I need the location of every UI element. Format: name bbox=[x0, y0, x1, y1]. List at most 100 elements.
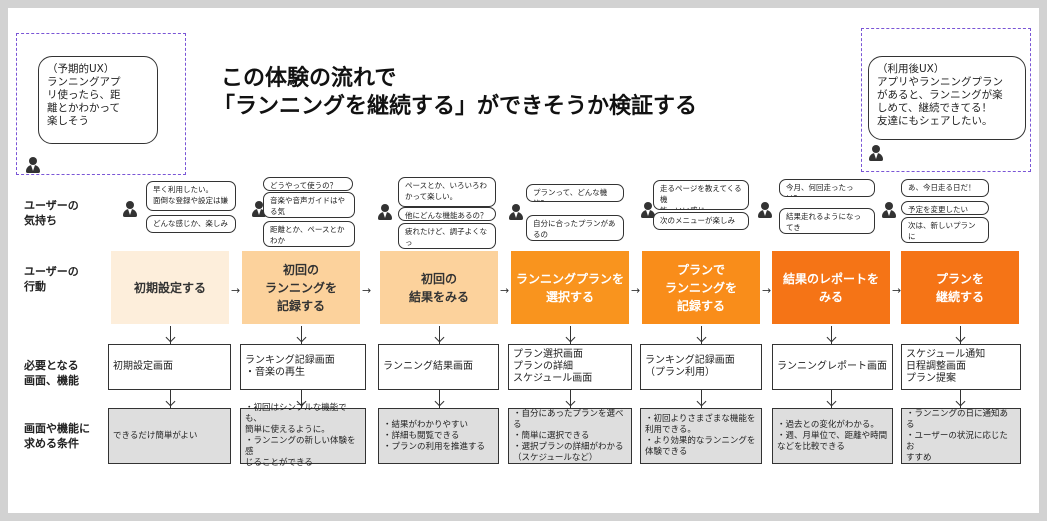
ux-text-line: 離とかわかって bbox=[47, 102, 120, 114]
user-avatar-icon bbox=[252, 201, 266, 217]
feeling-bubble: 疲れたけど、調子よくなっ たかも bbox=[398, 223, 496, 249]
requirement-item: 体験できる bbox=[645, 447, 688, 457]
row-label-actions: ユーザーの行動 bbox=[24, 265, 79, 293]
feeling-bubble: 予定を変更したい bbox=[901, 201, 989, 215]
feeling-bubble: 音楽や音声ガイドはやる気 でる感じする bbox=[263, 192, 355, 218]
feeling-bubble: 自分に合ったプランがあるの で、やってみよう bbox=[526, 215, 624, 241]
requirement-item: ・過去との変化がわかる。 bbox=[777, 419, 879, 430]
connector-arrow-icon bbox=[165, 396, 176, 407]
post-use-ux-frame bbox=[861, 28, 1031, 172]
action-step-3: 初回の 結果をみる bbox=[380, 251, 498, 324]
requirement-box-3: ・結果がわかりやすい・詳細も閲覧できる・プランの利用を推進する bbox=[378, 408, 499, 464]
ux-text-line: アプリやランニングプラン bbox=[877, 76, 1003, 88]
connector-line bbox=[701, 326, 702, 344]
connector-line bbox=[570, 390, 571, 408]
connector-line bbox=[831, 390, 832, 408]
connector-arrow-icon bbox=[165, 332, 176, 343]
connector-line bbox=[570, 326, 571, 344]
ux-text-line: ランニングアプ bbox=[47, 76, 121, 88]
screen-item: ランキング記録画面 bbox=[645, 355, 735, 366]
requirement-box-7: ・ランニングの日に通知ある・ユーザーの状況に応じたおすすめ bbox=[901, 408, 1021, 464]
canvas: （予期的UX）ランニングアプリ使ったら、距離とかわかって楽しそう （利用後UX）… bbox=[8, 8, 1039, 513]
action-step-2: 初回の ランニングを 記録する bbox=[242, 251, 360, 324]
requirement-item: ・週、月単位で、距離や時間 bbox=[777, 430, 888, 441]
user-avatar-icon bbox=[882, 202, 896, 218]
user-avatar-icon bbox=[378, 204, 392, 220]
ux-text-line: 楽しそう bbox=[47, 115, 89, 127]
user-avatar-icon bbox=[509, 204, 523, 220]
requirement-item: （スケジュールなど） bbox=[513, 452, 598, 463]
requirement-item: ・プランの利用を推進する bbox=[383, 441, 486, 452]
requirement-item: ・ランニングの日に通知ある bbox=[906, 408, 1009, 430]
screen-item: ランニング結果画面 bbox=[383, 361, 473, 372]
screen-item: スケジュール通知 bbox=[906, 349, 986, 360]
row-label-screens: 必要となる画面、機能 bbox=[24, 359, 79, 387]
page-title-line2: 「ランニングを継続する」ができそうか検証する bbox=[213, 94, 698, 119]
requirement-item: ・ユーザーの状況に応じたお bbox=[906, 430, 1008, 452]
expected-ux-frame bbox=[16, 33, 186, 175]
action-step-5: プランで ランニングを 記録する bbox=[642, 251, 760, 324]
ux-text-line: 友達にもシェアしたい。 bbox=[877, 115, 993, 127]
connector-arrow-icon bbox=[434, 332, 445, 343]
requirement-item: ・ランニングの新しい体験を感 bbox=[245, 436, 356, 457]
connector-line bbox=[301, 390, 302, 408]
requirement-item: ・初回はシンプルな機能でも、 bbox=[245, 403, 347, 424]
row-label-requirements: 画面や機能に求める条件 bbox=[24, 422, 90, 450]
flow-arrow-icon: → bbox=[631, 284, 641, 297]
screen-box-6: ランニングレポート画面 bbox=[772, 344, 893, 390]
connector-line bbox=[170, 390, 171, 408]
requirement-item: ・簡単に選択できる bbox=[513, 430, 590, 441]
connector-arrow-icon bbox=[696, 396, 707, 407]
feeling-bubble: プランって、どんな機能？ bbox=[526, 184, 624, 202]
connector-arrow-icon bbox=[296, 332, 307, 343]
page-title-line1: この体験の流れで bbox=[221, 66, 397, 91]
requirement-item: 簡単に使えるように。 bbox=[245, 425, 330, 435]
ux-text-line: （予期的UX） bbox=[47, 63, 115, 75]
requirement-box-1: できるだけ簡単がよい bbox=[108, 408, 231, 464]
feeling-bubble: どうやって使うの？ bbox=[263, 177, 353, 191]
screen-item: スケジュール画面 bbox=[513, 373, 593, 384]
requirement-item: ・より効果的なランニングを bbox=[645, 436, 756, 446]
feeling-bubble: どんな感じか、楽しみ bbox=[146, 215, 236, 233]
requirement-item: ・詳細も閲覧できる bbox=[383, 430, 460, 441]
screen-item: ランニングレポート画面 bbox=[777, 361, 887, 372]
connector-arrow-icon bbox=[826, 332, 837, 343]
ux-text-line: リ使ったら、距 bbox=[47, 89, 121, 101]
screen-box-4: プラン選択画面プランの詳細スケジュール画面 bbox=[508, 344, 632, 390]
post-use-ux-bubble: （利用後UX）アプリやランニングプランがあると、ランニングが楽しめて、継続できて… bbox=[868, 56, 1026, 140]
screen-item: 初期設定画面 bbox=[113, 361, 173, 372]
flow-arrow-icon: → bbox=[892, 284, 902, 297]
screen-item: プラン提案 bbox=[906, 373, 956, 384]
flow-arrow-icon: → bbox=[362, 284, 372, 297]
connector-line bbox=[439, 326, 440, 344]
user-avatar-icon bbox=[123, 201, 137, 217]
requirement-box-4: ・自分にあったプランを選べる・簡単に選択できる・選択プランの詳細がわかる（スケジ… bbox=[508, 408, 632, 464]
screen-item: （プラン利用） bbox=[645, 367, 715, 378]
ux-text-line: （利用後UX） bbox=[877, 63, 945, 75]
user-avatar-icon bbox=[641, 202, 655, 218]
requirement-item: じることができる bbox=[245, 458, 313, 468]
requirement-item: ・選択プランの詳細がわかる bbox=[513, 441, 624, 452]
screen-item: 日程調整画面 bbox=[906, 361, 966, 372]
screen-item: ・音楽の再生 bbox=[245, 367, 305, 378]
requirement-box-6: ・過去との変化がわかる。・週、月単位で、距離や時間などを比較できる bbox=[772, 408, 893, 464]
connector-arrow-icon bbox=[696, 332, 707, 343]
flow-arrow-icon: → bbox=[762, 284, 772, 297]
connector-arrow-icon bbox=[565, 332, 576, 343]
requirement-item: ・自分にあったプランを選べる bbox=[513, 408, 624, 430]
feeling-bubble: ペースとか、いろいろわ かって楽しい。 bbox=[398, 177, 496, 207]
connector-line bbox=[960, 390, 961, 408]
feeling-bubble: 次は、新しいプランに 挑戦したい！ bbox=[901, 217, 989, 243]
connector-arrow-icon bbox=[434, 396, 445, 407]
feeling-bubble: 早く利用したい。 面倒な登録や設定は嫌 bbox=[146, 181, 236, 211]
feeling-bubble: 次のメニューが楽しみ bbox=[653, 212, 749, 230]
requirement-box-2: ・初回はシンプルな機能でも、簡単に使えるように。・ランニングの新しい体験を感じる… bbox=[240, 403, 366, 468]
action-step-6: 結果のレポートを みる bbox=[772, 251, 890, 324]
requirement-box-5: ・初回よりさまざまな機能を利用できる。・より効果的なランニングを体験できる bbox=[640, 408, 762, 464]
screen-item: ランキング記録画面 bbox=[245, 355, 335, 366]
action-step-1: 初期設定する bbox=[111, 251, 229, 324]
feeling-bubble: 距離とか、ペースとかわか るのかな。 bbox=[263, 221, 355, 247]
connector-arrow-icon bbox=[955, 396, 966, 407]
feeling-bubble: 結果走れるようになってき た！ bbox=[779, 208, 875, 234]
requirement-item: ・初回よりさまざまな機能を bbox=[645, 414, 756, 424]
